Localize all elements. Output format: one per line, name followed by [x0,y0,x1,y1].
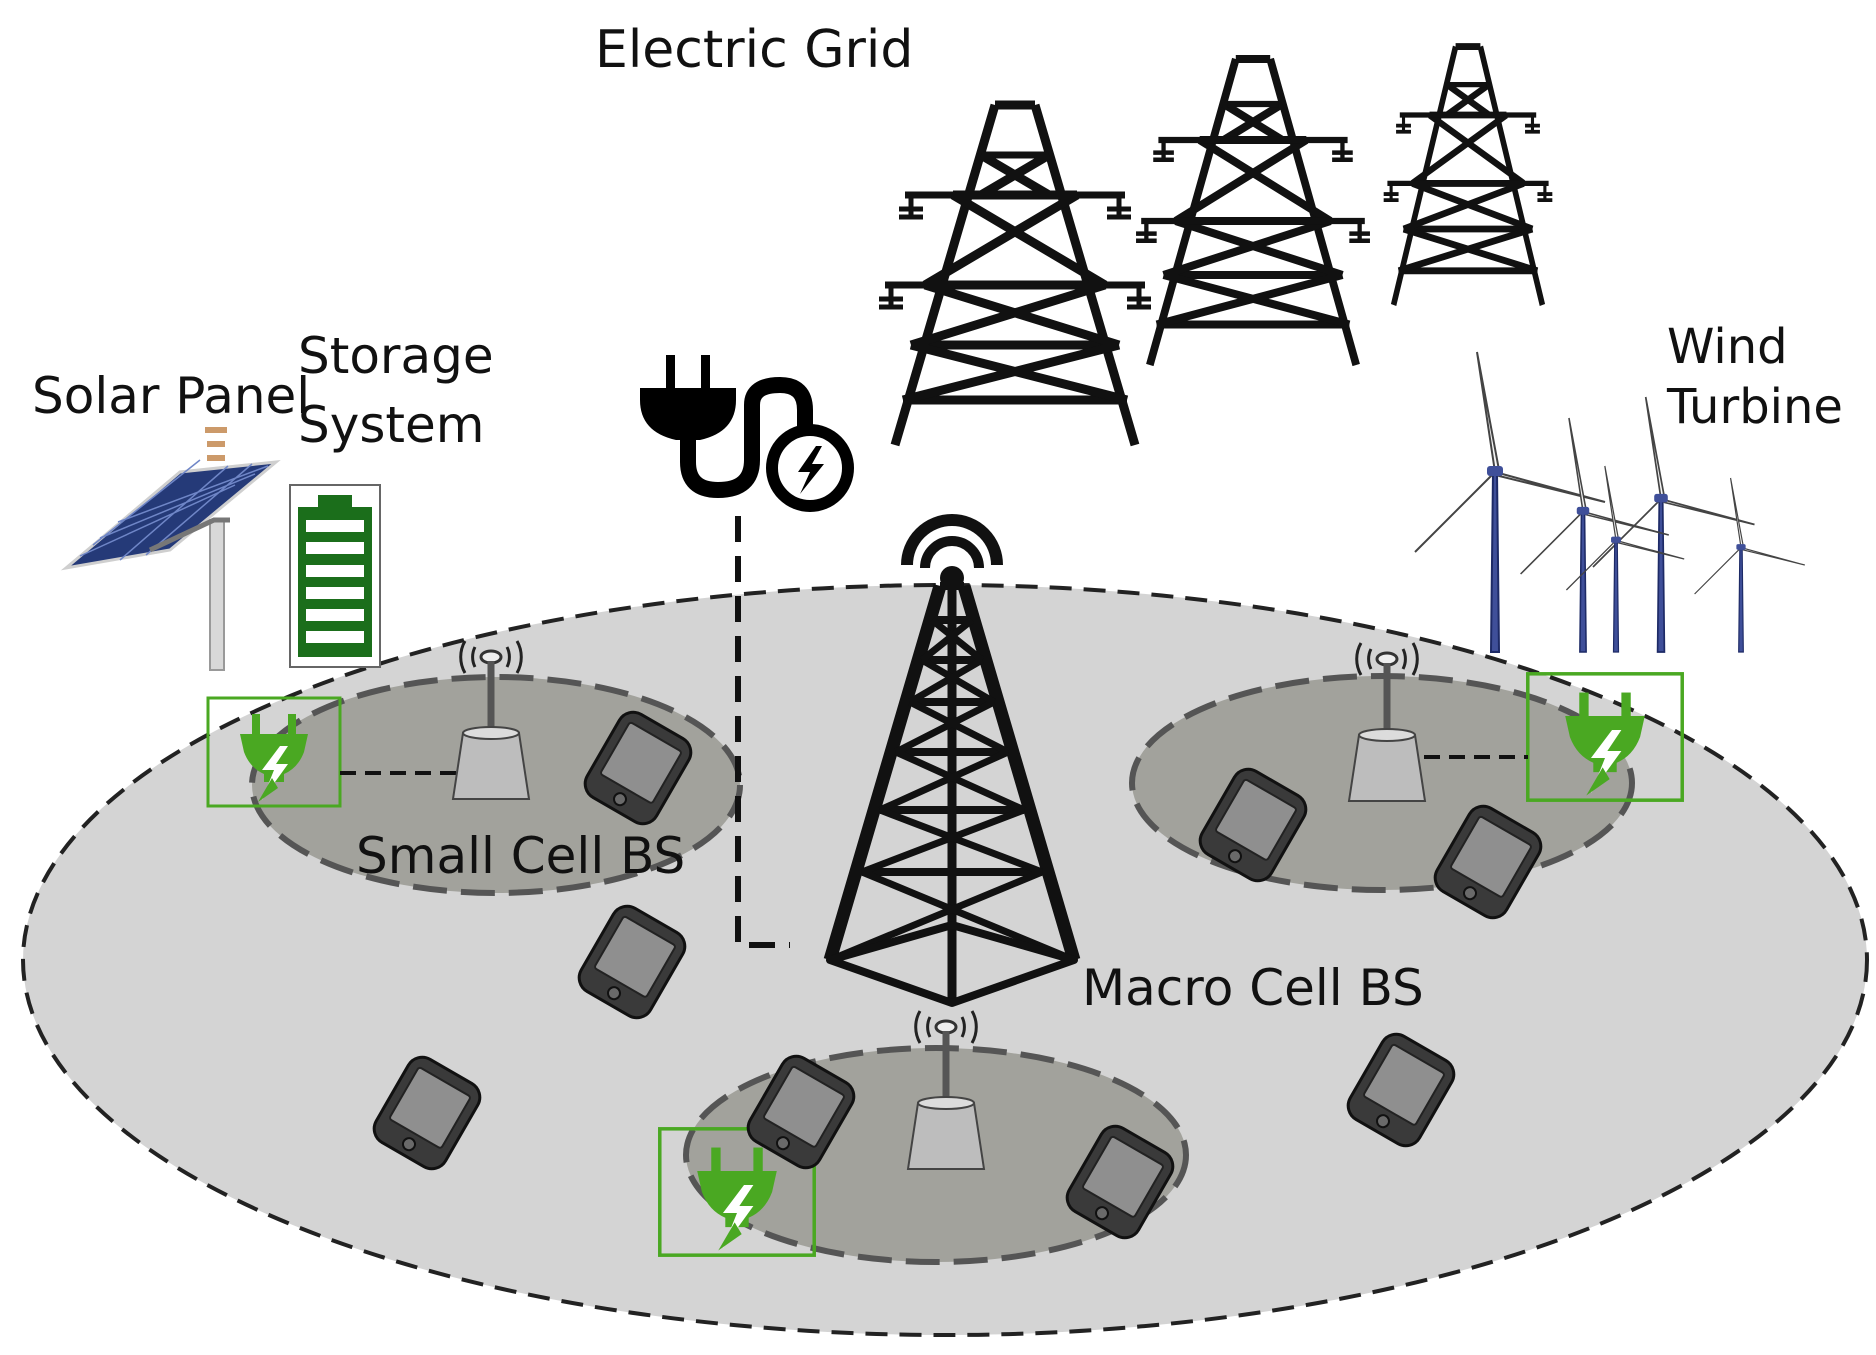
grid-connection-line [735,516,790,948]
lattice-tower-icon [823,514,1081,1007]
wind-turbine-label-line2: Turbine [1666,379,1843,435]
transmission-tower-icon [1136,59,1370,365]
wind-turbine-label-line1: Wind [1667,319,1788,375]
plug-with-bolt-icon [640,355,854,512]
solar-panel-icon [60,427,281,671]
transmission-tower-icon [879,105,1151,445]
transmission-tower-icon [1384,47,1553,305]
storage-label-line1: Storage [298,327,494,385]
storage-label-line2: System [298,396,484,454]
small-cell-bs-label: Small Cell BS [356,827,685,885]
macro-cell-bs-label: Macro Cell BS [1082,959,1424,1017]
solar-panel-label: Solar Panel [32,367,310,425]
electric-grid-label: Electric Grid [595,20,913,80]
battery-icon [289,484,381,668]
